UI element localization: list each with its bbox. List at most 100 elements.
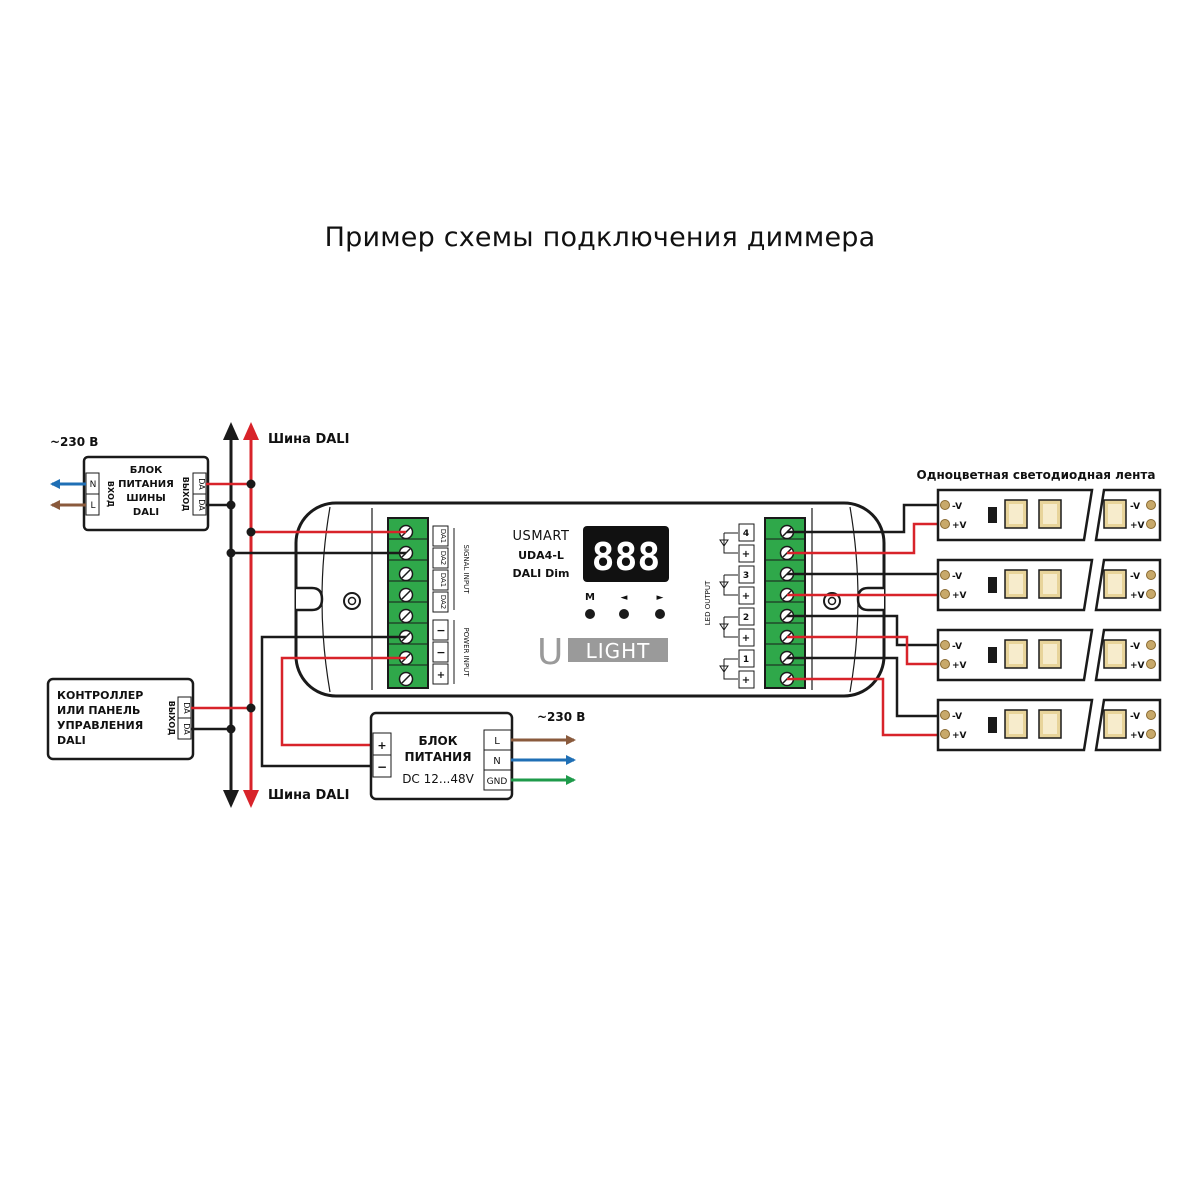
- strip-3-minus-label: -V: [952, 642, 962, 652]
- strip-3-pad-minus-right: [1146, 640, 1156, 650]
- strip-2-led-2-lens: [1043, 574, 1057, 594]
- psu-terminal-l: L: [494, 736, 500, 747]
- dimmer-display: [583, 526, 669, 582]
- strip-4-led-2-lens: [1043, 714, 1057, 734]
- dimmer-right-terminal-block: 4 + 3 + 2 + 1 + LED OUTPUT: [704, 517, 806, 689]
- dimmer-model: UDA4-L: [518, 549, 564, 562]
- strip-4b-minus-label: -V: [1130, 712, 1140, 722]
- strip-2-plus-label: +V: [952, 591, 967, 601]
- button-right[interactable]: [655, 609, 665, 619]
- dali-psu-terminal-da-2: DA: [197, 499, 206, 511]
- dali-controller: КОНТРОЛЛЕР ИЛИ ПАНЕЛЬ УПРАВЛЕНИЯ DALI DA…: [46, 677, 195, 761]
- strip-2b-minus-label: -V: [1130, 572, 1140, 582]
- terminal-plus-a: +: [437, 670, 445, 681]
- strip-4-pad-minus: [940, 710, 950, 720]
- strip-4-led-3-lens: [1108, 714, 1122, 734]
- strip-3-resistor-icon: [988, 647, 997, 663]
- bus-arrow-up-red-icon: [243, 422, 259, 440]
- led-terminal-3: 3: [743, 571, 749, 581]
- dali-bus: Шина DALI Шина DALI: [223, 422, 349, 808]
- controller-terminal-da-2: DA: [182, 723, 191, 735]
- button-left[interactable]: [619, 609, 629, 619]
- bus-arrow-down-black-icon: [223, 790, 239, 808]
- power-input-label: POWER INPUT: [462, 627, 470, 677]
- strip-3-led-2-lens: [1043, 644, 1057, 664]
- dali-psu-terminal-n: N: [90, 480, 97, 490]
- led-strip-terminal-labels: -V +V -V +V -V +V -V +V -V +V -V +V -V +…: [952, 502, 1145, 741]
- led-terminal-1: 1: [743, 655, 749, 665]
- strip-1b-minus-label: -V: [1130, 502, 1140, 512]
- psu-terminal-gnd: GND: [487, 777, 508, 787]
- terminal-minus-a: −: [436, 624, 445, 637]
- dali-bus-label-top: Шина DALI: [268, 432, 349, 447]
- dali-bus-label-bottom: Шина DALI: [268, 788, 349, 803]
- dali-psu-terminal-da-1: DA: [197, 478, 206, 490]
- led-output-wiring: [787, 503, 944, 737]
- strip-2-pad-minus-right: [1146, 570, 1156, 580]
- terminal-da1-b: DA1: [439, 573, 447, 588]
- controller-terminal-da-1: DA: [182, 702, 191, 714]
- led-strip-label: Одноцветная светодиодная лента: [917, 468, 1156, 482]
- strip-3-led-3-lens: [1108, 644, 1122, 664]
- logo-u: U: [537, 632, 563, 673]
- strip-4-plus-label: +V: [952, 731, 967, 741]
- bus-arrow-down-red-icon: [243, 790, 259, 808]
- dimmer-left-terminal-block: DA1 DA2 DA1 DA2 − − + SIGNAL INPUT POWER…: [387, 517, 470, 689]
- dali-psu-terminal-l: L: [90, 501, 95, 511]
- strip-1-pad-minus-right: [1146, 500, 1156, 510]
- dali-psu-line-3: ШИНЫ: [126, 493, 165, 504]
- strip-4b-plus-label: +V: [1130, 731, 1145, 741]
- bus-arrow-up-black-icon: [223, 422, 239, 440]
- dimmer-display-digits: 888: [592, 535, 661, 579]
- strip-2-pad-plus: [940, 589, 950, 599]
- button-left-label: ◄: [621, 593, 628, 603]
- dali-psu-input-side-label: ВХОД: [106, 481, 115, 507]
- strip-1-minus-label: -V: [952, 502, 962, 512]
- led-terminal-2: 2: [743, 613, 749, 623]
- dali-psu-line-2: ПИТАНИЯ: [118, 479, 174, 490]
- strip-4-pad-minus-right: [1146, 710, 1156, 720]
- strip-1-led-1-lens: [1009, 504, 1023, 524]
- strip-2-resistor-icon: [988, 577, 997, 593]
- logo-light: LIGHT: [586, 639, 651, 663]
- dali-psu-line-4: DALI: [133, 507, 159, 518]
- controller-line-3: УПРАВЛЕНИЯ: [57, 719, 143, 732]
- led-terminal-plus-1: +: [742, 675, 750, 686]
- strip-1-led-3-lens: [1108, 504, 1122, 524]
- psu-terminal-plus: +: [377, 739, 386, 752]
- strip-2-pad-minus: [940, 570, 950, 580]
- logo-light-bar: [568, 638, 668, 662]
- psu-terminal-n: N: [493, 756, 500, 767]
- strip-3-pad-plus: [940, 659, 950, 669]
- dimmer-front-panel: USMART UDA4-L DALI Dim 888 M ◄ ► U LIGHT: [513, 526, 669, 673]
- strip-1-resistor-icon: [988, 507, 997, 523]
- dimmer-brand: USMART: [513, 529, 570, 544]
- signal-input-label: SIGNAL INPUT: [462, 544, 470, 594]
- strip-1-plus-label: +V: [952, 521, 967, 531]
- strip-2-pad-plus-right: [1146, 589, 1156, 599]
- led-terminal-plus-4: +: [742, 549, 750, 560]
- strip-1-led-2-lens: [1043, 504, 1057, 524]
- strip-4-led-1-lens: [1009, 714, 1023, 734]
- strip-2-led-1-lens: [1009, 574, 1023, 594]
- strip-1-pad-plus-right: [1146, 519, 1156, 529]
- controller-line-2: ИЛИ ПАНЕЛЬ: [57, 704, 140, 717]
- strip-2b-plus-label: +V: [1130, 591, 1145, 601]
- strip-4-pad-plus: [940, 729, 950, 739]
- strip-4-minus-label: -V: [952, 712, 962, 722]
- strip-4-resistor-icon: [988, 717, 997, 733]
- strip-2-led-3-lens: [1108, 574, 1122, 594]
- strip-1-pad-minus: [940, 500, 950, 510]
- controller-output-side-label: ВЫХОД: [167, 701, 176, 735]
- dali-power-supply: ~230 В БЛОК ПИТАНИЯ ШИНЫ DALI N L ВХОД D…: [50, 435, 210, 532]
- led-terminal-plus-2: +: [742, 633, 750, 644]
- diagram-title: Пример схемы подключения диммера: [324, 222, 876, 253]
- strip-3-plus-label: +V: [952, 661, 967, 671]
- strip-2-minus-label: -V: [952, 572, 962, 582]
- button-m[interactable]: [585, 609, 595, 619]
- psu-line-2: ПИТАНИЯ: [405, 750, 472, 764]
- led-output-label: LED OUTPUT: [704, 580, 712, 625]
- strip-3-pad-minus: [940, 640, 950, 650]
- strip-3b-minus-label: -V: [1130, 642, 1140, 652]
